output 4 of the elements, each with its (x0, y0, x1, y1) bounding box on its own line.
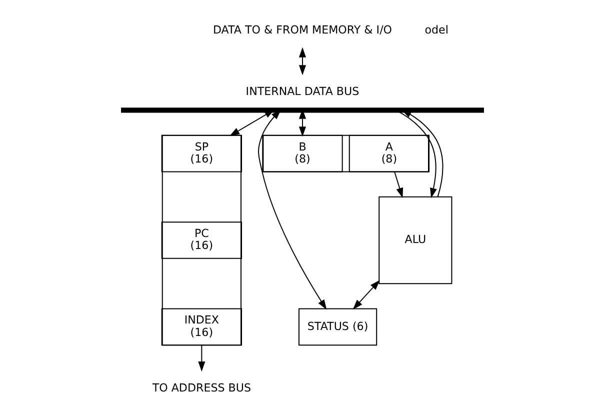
node-text: DATA TO & FROM MEMORY & I/O (212, 23, 392, 36)
label: odel (424, 23, 448, 36)
node-text: INTERNAL DATA BUS (246, 84, 360, 98)
node-text: TO ADDRESS BUS (152, 381, 252, 394)
